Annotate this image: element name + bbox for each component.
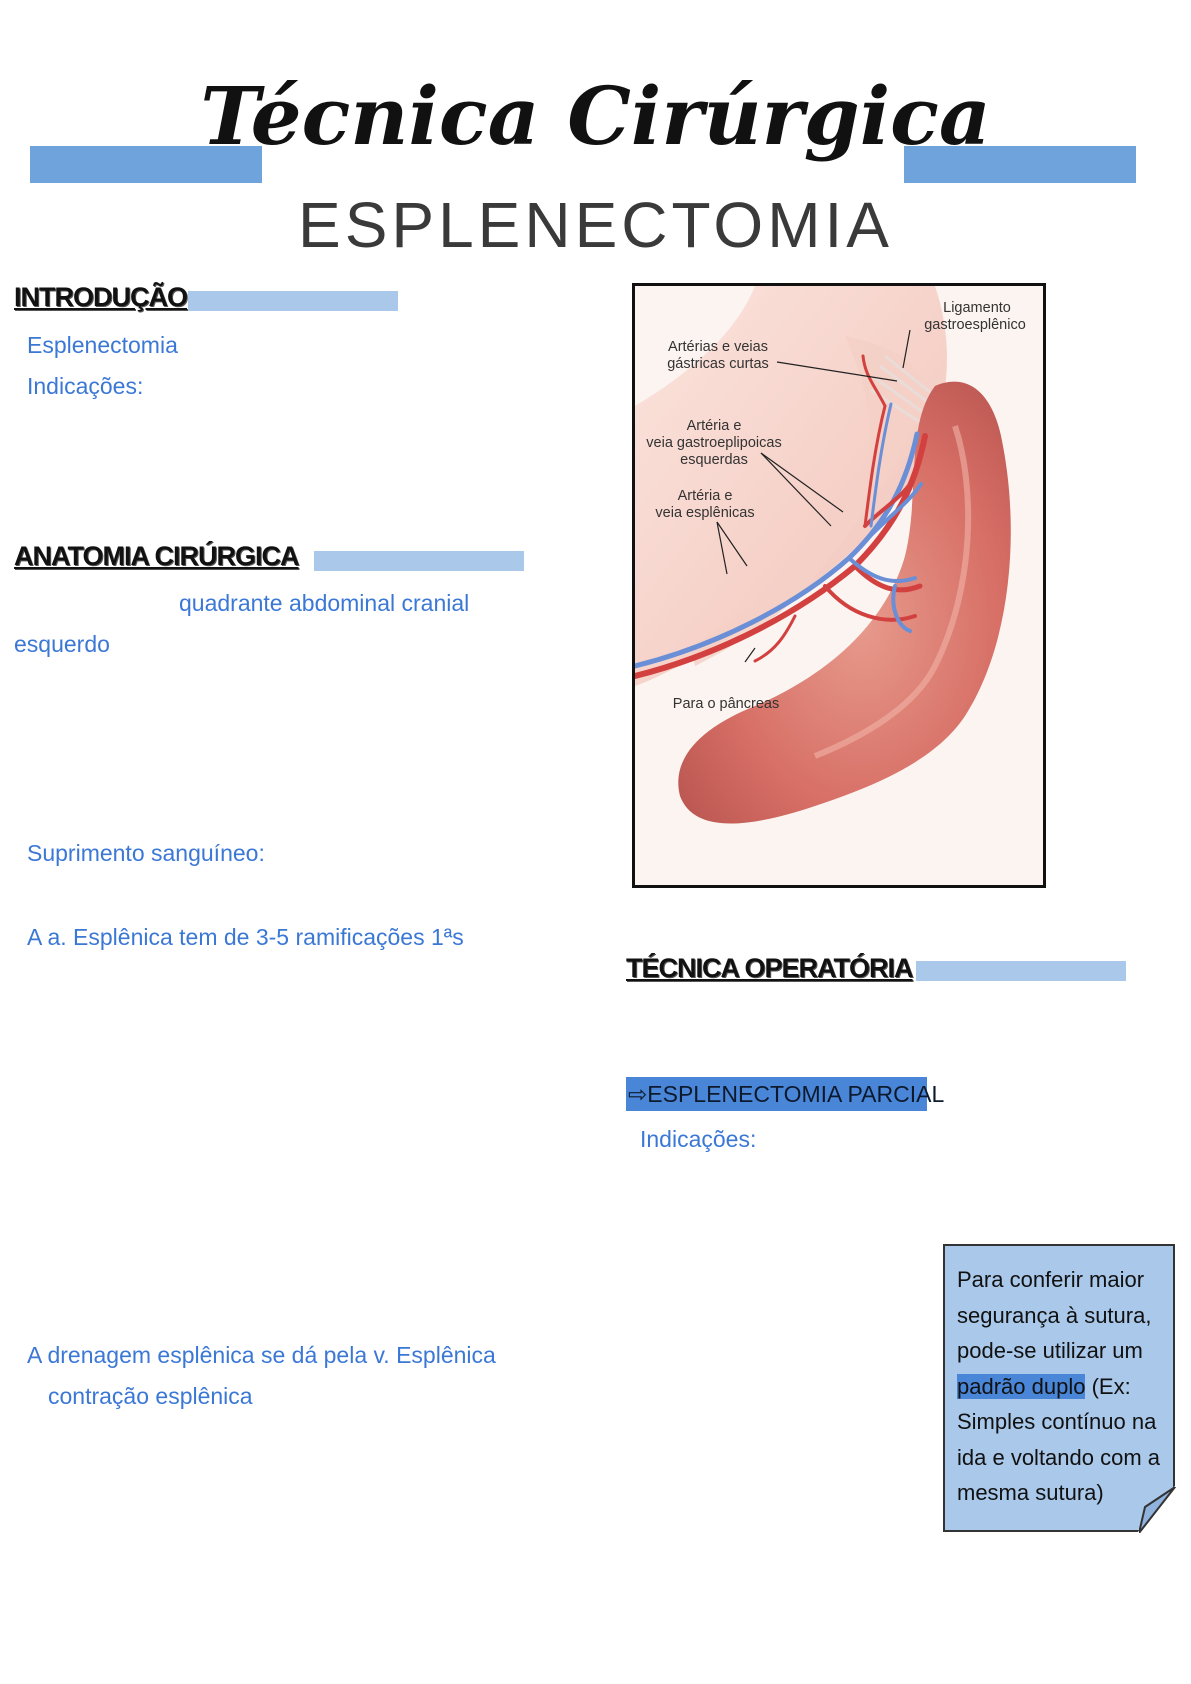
header-bar-right bbox=[904, 146, 1136, 183]
note-text-before: Para conferir maior segurança à sutura, … bbox=[957, 1267, 1152, 1363]
label-pancreas: Para o pâncreas bbox=[672, 696, 780, 712]
intro-heading-bar bbox=[188, 291, 398, 311]
label-gastroepiploic-3: esquerdas bbox=[680, 452, 748, 468]
intro-line-2: Indicações: bbox=[27, 373, 144, 399]
intro-line-1: Esplenectomia bbox=[27, 332, 178, 358]
spleen-anatomy-figure: Ligamento gastroesplênico Artérias e vei… bbox=[632, 283, 1046, 888]
drainage-line-2: contração esplênica bbox=[48, 1383, 253, 1409]
page-title: Técnica Cirúrgica bbox=[200, 69, 991, 163]
label-ligament-2: gastroesplênico bbox=[924, 317, 1026, 333]
technique-heading-bar bbox=[916, 961, 1126, 981]
label-splenic-2: veia esplênicas bbox=[655, 505, 755, 521]
label-gastroepiploic-1: Artéria e bbox=[686, 418, 742, 434]
technique-heading: TÉCNICA OPERATÓRIA bbox=[626, 953, 914, 983]
anatomy-heading-bar bbox=[314, 551, 524, 571]
label-leaders bbox=[716, 329, 911, 663]
anatomy-line-1: quadrante abdominal cranial bbox=[179, 590, 470, 616]
splenic-artery-text: A a. Esplênica tem de 3-5 ramificações 1… bbox=[27, 924, 464, 950]
suture-tip-text: Para conferir maior segurança à sutura, … bbox=[957, 1262, 1167, 1511]
label-short-gastric-2: gástricas curtas bbox=[667, 356, 769, 372]
note-fold bbox=[1139, 1487, 1176, 1533]
partial-splenectomy-heading: ⇨ESPLENECTOMIA PARCIAL bbox=[628, 1081, 945, 1107]
note-text-after: (Ex: Simples contínuo na ida e voltando … bbox=[957, 1373, 1161, 1506]
splenic-vessels bbox=[635, 354, 928, 679]
blood-supply-label: Suprimento sanguíneo: bbox=[27, 840, 265, 866]
label-ligament-1: Ligamento bbox=[943, 300, 1011, 316]
anatomy-line-2: esquerdo bbox=[14, 631, 110, 657]
note-text-highlight: padrão duplo bbox=[957, 1373, 1086, 1399]
anatomy-heading: ANATOMIA CIRÚRGICA bbox=[14, 541, 299, 571]
technique-indications: Indicações: bbox=[640, 1126, 757, 1152]
drainage-line-1: A drenagem esplênica se dá pela v. Esplê… bbox=[27, 1342, 496, 1368]
partial-splenectomy-highlight bbox=[626, 1077, 927, 1111]
spleen-organ bbox=[678, 381, 1011, 824]
spleen-illustration bbox=[635, 286, 1011, 824]
label-splenic-1: Artéria e bbox=[677, 488, 733, 504]
header-bar-left bbox=[30, 146, 262, 183]
page-subtitle: ESPLENECTOMIA bbox=[298, 189, 893, 261]
intro-heading: INTRODUÇÃO bbox=[14, 282, 188, 312]
label-short-gastric-1: Artérias e veias bbox=[668, 339, 768, 355]
label-gastroepiploic-2: veia gastroeplipoicas bbox=[646, 435, 782, 451]
spleen-highlight bbox=[813, 425, 972, 759]
